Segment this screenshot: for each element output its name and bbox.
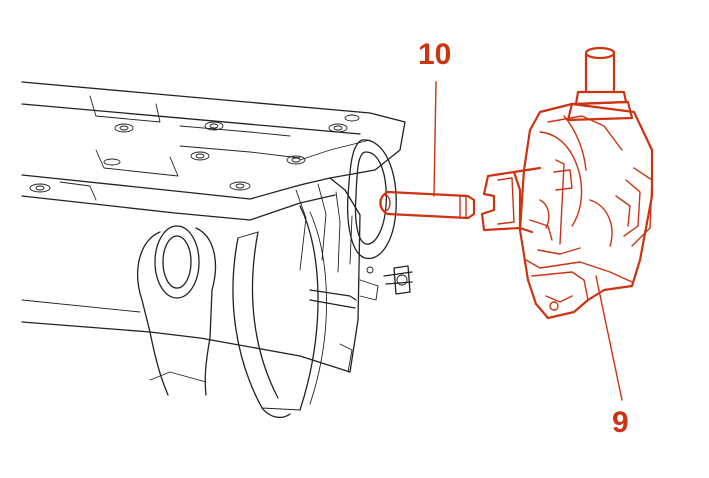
drive-shaft-part xyxy=(379,190,476,220)
leader-line-9 xyxy=(595,275,623,401)
callout-10: 10 xyxy=(418,38,452,71)
vacuum-pump-part xyxy=(480,46,654,320)
leader-line-10 xyxy=(433,81,437,197)
engine-block xyxy=(21,81,413,419)
callout-9: 9 xyxy=(612,406,629,439)
